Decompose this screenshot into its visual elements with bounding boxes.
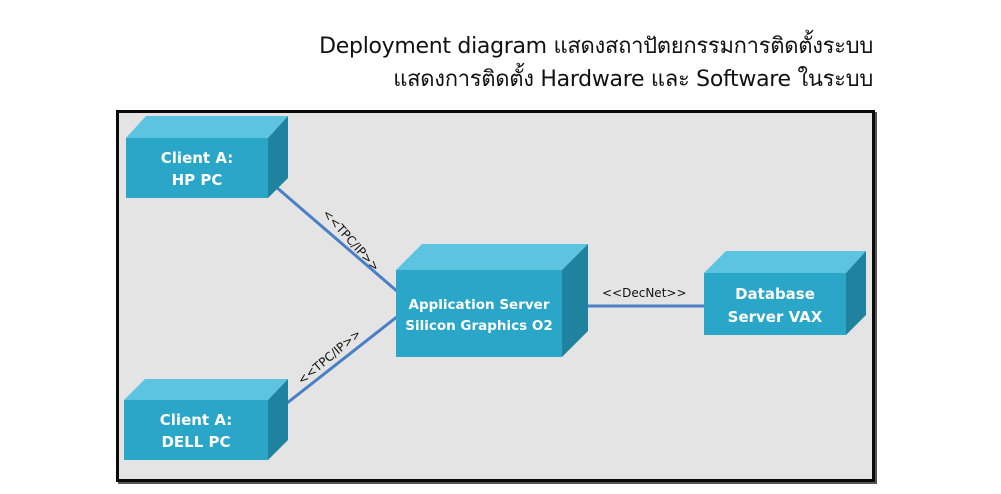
node-label-line2: HP PC: [172, 171, 223, 189]
node-label-line1: Client A:: [161, 149, 233, 167]
connector-label-db: <<DecNet>>: [602, 286, 687, 300]
node-front-face: [396, 270, 562, 357]
node-label-line1: Database: [735, 285, 815, 303]
connector-label-hp: <<TPC/IP>>: [320, 207, 383, 274]
node-side-face: [562, 244, 588, 357]
node-top-face: [126, 116, 288, 138]
node-label-line1: Application Server: [409, 297, 550, 313]
connector-dell-to-app: [267, 314, 399, 420]
node-label-line2: Silicon Graphics O2: [405, 318, 553, 334]
node-client-dell: Client A: DELL PC: [124, 379, 288, 460]
title-line-2: แสดงการติดตั้ง Hardware และ Software ในร…: [393, 67, 873, 92]
node-label-line1: Client A:: [160, 411, 232, 429]
node-top-face: [704, 251, 866, 273]
node-front-face: [124, 400, 268, 460]
node-label-line2: DELL PC: [161, 433, 230, 451]
node-front-face: [126, 138, 268, 198]
node-top-face: [396, 244, 588, 270]
node-app-server: Application Server Silicon Graphics O2: [396, 244, 588, 357]
node-client-hp: Client A: HP PC: [126, 116, 288, 198]
title-line-1: Deployment diagram แสดงสถาปัตยกรรมการติด…: [319, 34, 873, 59]
node-label-line2: Server VAX: [728, 308, 823, 326]
node-side-face: [268, 116, 288, 198]
node-top-face: [124, 379, 288, 400]
node-db-server: Database Server VAX: [704, 251, 866, 335]
node-side-face: [268, 379, 288, 460]
connector-label-dell: <<TPC/IP>>: [295, 326, 364, 387]
node-front-face: [704, 273, 846, 335]
node-side-face: [846, 251, 866, 335]
connector-hp-to-app: [267, 178, 399, 294]
